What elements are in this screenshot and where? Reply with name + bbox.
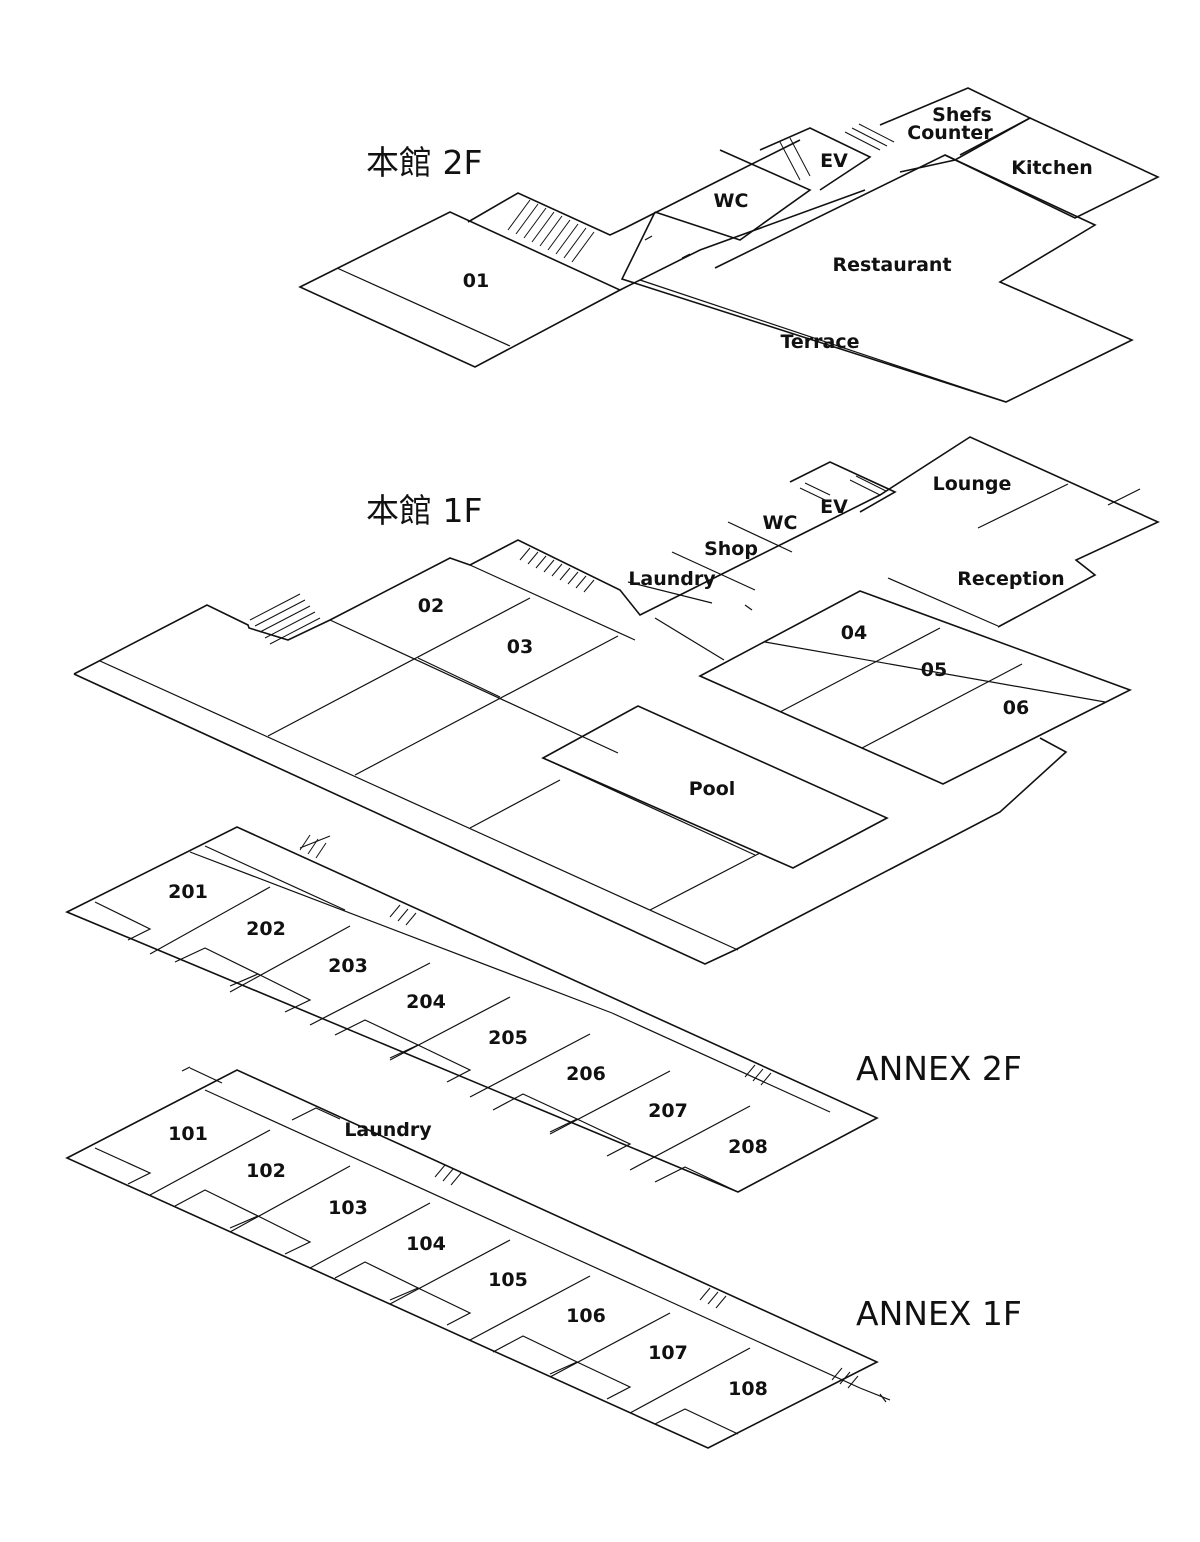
main-1f-plan: 本館 1F	[73, 436, 1160, 965]
ev-label: EV	[820, 150, 848, 172]
main-1f-stair-west	[249, 593, 321, 645]
main-2f-plan: 本館 2F 01 WC EV Shefs Counter Kitchen	[298, 87, 1160, 403]
room-201-label: 201	[168, 881, 208, 903]
annex-2f-plan: ANNEX 2F 201 202 203 204 205 20	[65, 826, 1022, 1193]
annex-2f-floor-label: ANNEX 2F	[856, 1049, 1022, 1088]
room-02-label: 02	[418, 595, 444, 617]
room-202-label: 202	[246, 918, 286, 940]
room-01-outline	[298, 211, 622, 368]
room-103-label: 103	[328, 1197, 368, 1219]
restaurant-label: Restaurant	[832, 254, 951, 276]
laundry-label: Laundry	[344, 1119, 432, 1141]
main-1f-stair-ev	[799, 475, 887, 501]
ev-label: EV	[820, 496, 848, 518]
annex-1f-floor-label: ANNEX 1F	[856, 1294, 1022, 1333]
terrace-label: Terrace	[780, 331, 859, 353]
room-104-label: 104	[406, 1233, 446, 1255]
room-05-label: 05	[921, 659, 947, 681]
main-2f-stair-west	[507, 199, 595, 263]
counter-label: Counter	[907, 122, 993, 144]
room-106-label: 106	[566, 1305, 606, 1327]
laundry-label: Laundry	[628, 568, 716, 590]
room-205-label: 205	[488, 1027, 528, 1049]
room-105-label: 105	[488, 1269, 528, 1291]
room-04-label: 04	[841, 622, 867, 644]
main-2f-floor-label: 本館 2F	[366, 143, 482, 182]
annex-1f-plan: ANNEX 1F Laundry 101 102 103	[65, 1066, 1022, 1449]
shop-label: Shop	[704, 538, 758, 560]
rooms-04-06-block	[698, 590, 1133, 785]
kitchen-label: Kitchen	[1011, 157, 1093, 179]
room-03-label: 03	[507, 636, 533, 658]
shefs-label: Shefs	[932, 104, 992, 126]
room-203-label: 203	[328, 955, 368, 977]
pool-label: Pool	[689, 778, 736, 800]
main-1f-stair-center	[519, 547, 595, 593]
room-207-label: 207	[648, 1100, 688, 1122]
main-1f-floor-label: 本館 1F	[366, 491, 482, 530]
room-01-label: 01	[463, 270, 489, 292]
lounge-label: Lounge	[933, 473, 1012, 495]
room-108-label: 108	[728, 1378, 768, 1400]
room-101-label: 101	[168, 1123, 208, 1145]
annex-1f-stairs	[434, 1164, 859, 1389]
room-204-label: 204	[406, 991, 446, 1013]
annex-2f-stairs	[299, 834, 772, 1086]
room-102-label: 102	[246, 1160, 286, 1182]
reception-label: Reception	[957, 568, 1064, 590]
room-06-label: 06	[1003, 697, 1029, 719]
main-2f-stair-east	[779, 123, 895, 181]
wc-label: WC	[763, 512, 798, 534]
room-208-label: 208	[728, 1136, 768, 1158]
wc-label: WC	[714, 190, 749, 212]
room-206-label: 206	[566, 1063, 606, 1085]
pool-outline	[541, 705, 889, 869]
room-107-label: 107	[648, 1342, 688, 1364]
